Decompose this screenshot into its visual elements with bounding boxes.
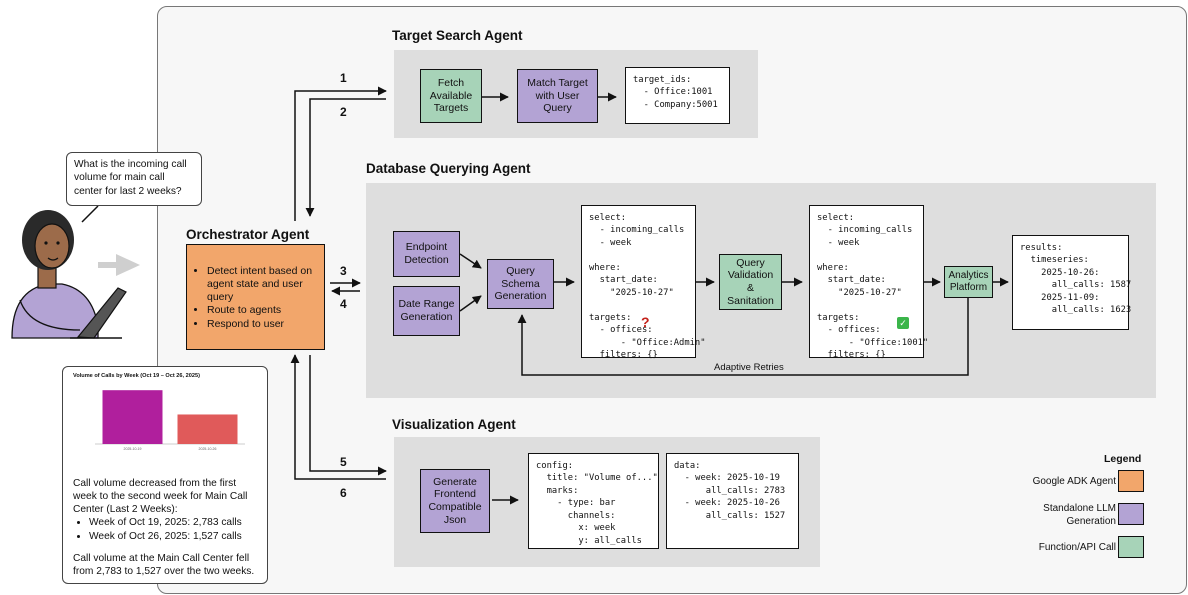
orchestrator-title: Orchestrator Agent [186, 227, 310, 242]
orchestrator-box: Detect intent based on agent state and u… [186, 244, 325, 350]
chart-bar [102, 390, 163, 445]
match-target-box: Match Target with User Query [517, 69, 598, 123]
query-after-code: select: - incoming_calls - week where: s… [809, 205, 928, 360]
question-tail [81, 205, 99, 223]
check-icon: ✓ [897, 317, 909, 329]
legend-label-api: Function/API Call [1038, 542, 1116, 553]
user-question-bubble: What is the incoming call volume for mai… [66, 152, 202, 206]
user-figure [11, 210, 140, 339]
step-2: 2 [340, 105, 347, 119]
chart-bar [177, 414, 238, 445]
fetch-targets-box: Fetch Available Targets [420, 69, 482, 123]
response-summary: Call volume decreased from the first wee… [73, 477, 248, 516]
response-chart: 2025-10-19 2025-10-26 [95, 390, 245, 451]
step-3: 3 [340, 264, 347, 278]
query-schema-box: Query Schema Generation [487, 259, 554, 309]
response-chart-title: Volume of Calls by Week (Oct 19 – Oct 26… [73, 373, 200, 379]
step-5: 5 [340, 455, 347, 469]
response-bullet: Week of Oct 19, 2025: 2,783 calls [89, 516, 257, 529]
orchestrator-list: Detect intent based on agent state and u… [189, 265, 318, 331]
orchestrator-item: Detect intent based on agent state and u… [207, 265, 318, 304]
step-1: 1 [340, 71, 347, 85]
date-range-box: Date Range Generation [393, 286, 460, 336]
arrow-step-2 [305, 98, 386, 217]
query-validation-box: Query Validation & Sanitation [719, 254, 782, 310]
arrow-step-5 [309, 355, 387, 476]
target-ids-code: target_ids: - Office:1001 - Company:5001 [625, 67, 730, 124]
legend-label-llm: Standalone LLM Generation [1043, 503, 1116, 527]
arrow-step-1 [294, 86, 387, 221]
data-code: data: - week: 2025-10-19 all_calls: 2783… [666, 453, 799, 549]
results-code: results: timeseries: 2025-10-26: all_cal… [1012, 235, 1131, 330]
response-bubble: Volume of Calls by Week (Oct 19 – Oct 26… [62, 366, 268, 584]
query-before-code: select: - incoming_calls - week where: s… [581, 205, 706, 360]
orchestrator-item: Respond to user [207, 318, 318, 331]
visualization-title: Visualization Agent [392, 417, 516, 432]
chart-tick-label: 2025-10-19 [124, 447, 142, 451]
endpoint-detection-box: Endpoint Detection [393, 231, 460, 277]
orchestrator-item: Route to agents [207, 304, 318, 317]
adaptive-retries-label: Adaptive Retries [714, 362, 784, 373]
legend-swatch-adk [1118, 470, 1144, 492]
adaptive-retry-loop [517, 298, 969, 376]
generate-json-box: Generate Frontend Compatible Json [420, 469, 490, 533]
analytics-platform-box: Analytics Platform [944, 266, 993, 298]
response-conclusion: Call volume at the Main Call Center fell… [73, 552, 255, 578]
legend-label-adk: Google ADK Agent [1032, 476, 1116, 487]
legend-swatch-llm [1118, 503, 1144, 525]
response-bullet: Week of Oct 26, 2025: 1,527 calls [89, 530, 257, 543]
error-question-icon: ? [641, 314, 650, 330]
legend-swatch-api [1118, 536, 1144, 558]
config-code: config: title: "Volume of..." marks: - t… [528, 453, 659, 549]
response-bullets: Week of Oct 19, 2025: 2,783 calls Week o… [73, 516, 257, 543]
target-search-title: Target Search Agent [392, 28, 523, 43]
database-title: Database Querying Agent [366, 161, 531, 176]
legend-title: Legend [1104, 453, 1142, 465]
pointer-arrow-icon [98, 254, 140, 276]
chart-tick-label: 2025-10-26 [199, 447, 217, 451]
step-4: 4 [340, 297, 347, 311]
step-6: 6 [340, 486, 347, 500]
arrow-step-6 [290, 354, 386, 480]
